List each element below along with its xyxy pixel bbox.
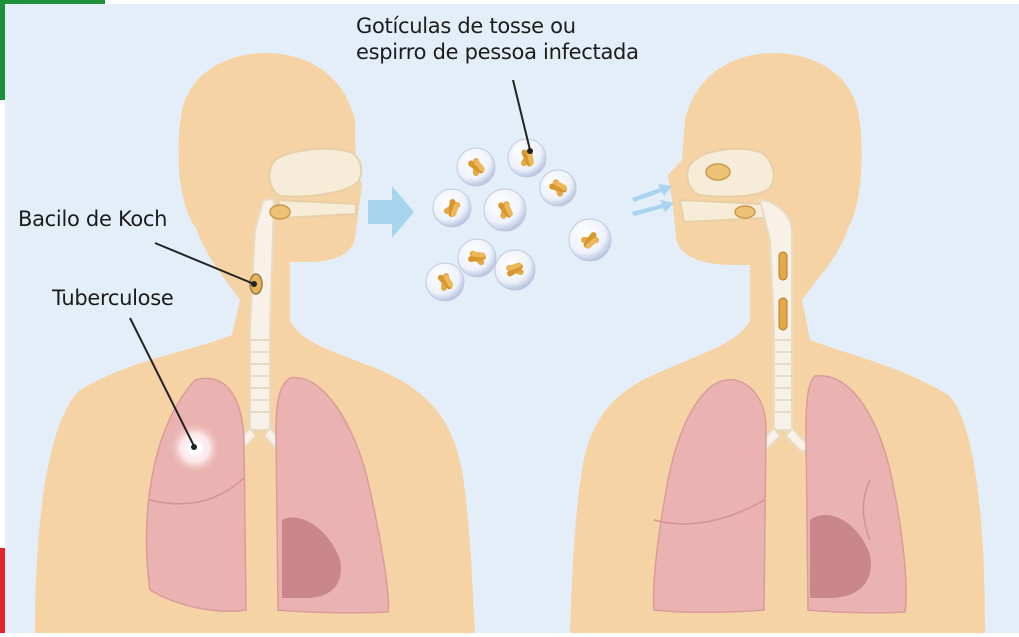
droplet [433, 189, 471, 227]
bacillus-label: Bacilo de Koch [18, 206, 167, 232]
droplets-label-line1: Gotículas de tosse ou [356, 13, 639, 39]
droplets-label: Gotículas de tosse ou espirro de pessoa … [356, 13, 639, 66]
droplet [457, 148, 495, 186]
droplets-label-line2: espirro de pessoa infectada [356, 39, 639, 65]
droplet [508, 139, 546, 177]
infected-nasal-cavity [269, 149, 361, 197]
droplet [540, 170, 576, 206]
droplet [458, 239, 496, 277]
droplet [495, 250, 535, 290]
tuberculosis-label: Tuberculose [52, 285, 173, 311]
droplet [569, 219, 611, 261]
droplet [484, 189, 526, 231]
droplet [426, 263, 464, 301]
corner-accent-red [0, 548, 5, 633]
